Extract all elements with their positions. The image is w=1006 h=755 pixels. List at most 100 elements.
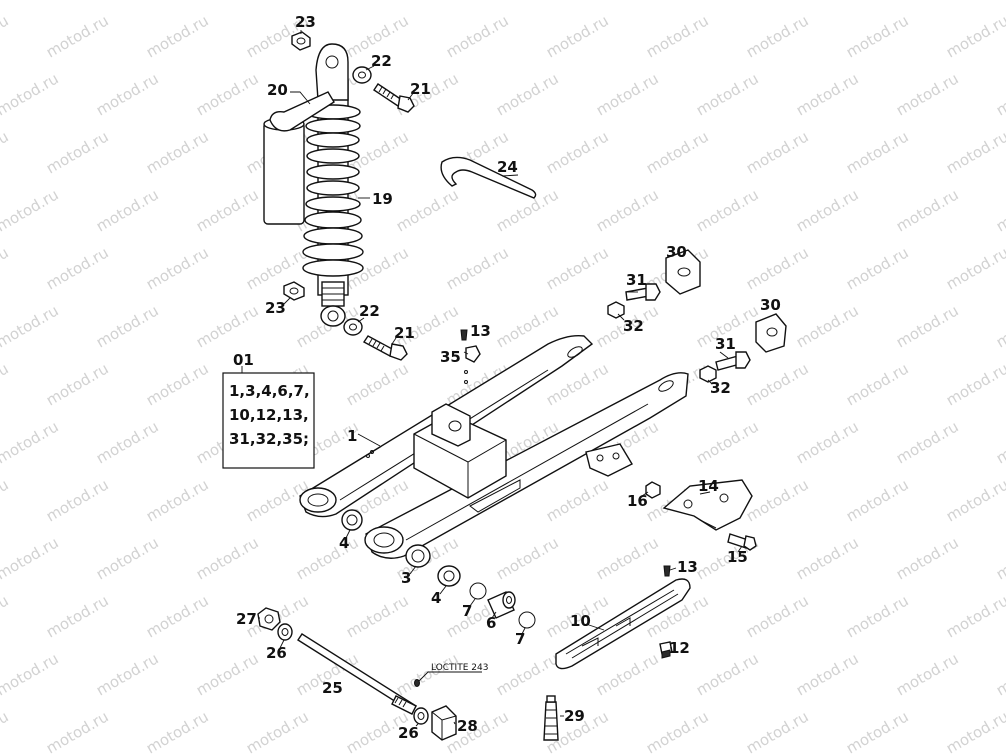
watermark-text: motod.ru <box>593 533 662 583</box>
watermark-text: motod.ru <box>693 69 762 119</box>
watermark-text: motod.ru <box>0 11 12 61</box>
watermark-text: motod.ru <box>193 649 262 699</box>
screw-13-upper <box>460 329 468 341</box>
callout-4-lower: 4 <box>431 589 441 607</box>
callout-23-bottom: 23 <box>265 299 286 317</box>
watermark-text: motod.ru <box>993 0 1006 3</box>
watermark-text: motod.ru <box>443 243 512 293</box>
adjuster-bolt-upper <box>625 283 661 301</box>
leader-lines <box>258 30 743 727</box>
loctite-note: LOCTITE 243 <box>418 663 488 682</box>
watermark-text: motod.ru <box>0 591 12 641</box>
watermark-text: motod.ru <box>343 359 412 409</box>
loctite-dot <box>414 679 420 687</box>
watermark-text: motod.ru <box>993 649 1006 699</box>
watermark-text: motod.ru <box>943 243 1006 293</box>
oring-7-upper <box>469 582 487 600</box>
watermark-text: motod.ru <box>543 475 612 525</box>
adjuster-nut-lower <box>699 365 717 383</box>
watermark-text: motod.ru <box>643 707 712 755</box>
callout-10: 10 <box>570 612 591 630</box>
watermark-text: motod.ru <box>193 185 262 235</box>
watermark-text: motod.ru <box>943 11 1006 61</box>
bolt-15 <box>727 533 757 551</box>
assembly-contents-line-3: 31,32,35; <box>229 430 309 448</box>
watermark-text: motod.ru <box>93 0 162 3</box>
watermark-text: motod.ru <box>843 243 912 293</box>
watermark-text: motod.ru <box>893 0 962 3</box>
callout-7-lower: 7 <box>515 630 525 648</box>
chain-adjuster-lower <box>755 313 787 353</box>
watermark-text: motod.ru <box>593 185 662 235</box>
callout-19: 19 <box>372 190 393 208</box>
screw-12 <box>659 641 673 659</box>
axle-cap-28 <box>431 705 457 741</box>
watermark-text: motod.ru <box>743 707 812 755</box>
watermark-text: motod.ru <box>743 591 812 641</box>
axle-nut-27 <box>257 607 281 631</box>
watermark-text: motod.ru <box>893 417 962 467</box>
watermark-text: motod.ru <box>943 707 1006 755</box>
watermark-text: motod.ru <box>843 475 912 525</box>
callout-22-bottom: 22 <box>359 302 380 320</box>
oring-7-lower <box>518 611 536 629</box>
watermark-text: motod.ru <box>793 301 862 351</box>
chain-adjuster-upper <box>665 249 701 295</box>
watermark-text: motod.ru <box>193 301 262 351</box>
washer-top <box>352 66 372 84</box>
watermark-text: motod.ru <box>143 707 212 755</box>
assembly-contents-line-2: 10,12,13, <box>229 406 309 424</box>
watermark-text: motod.ru <box>443 11 512 61</box>
watermark-text: motod.ru <box>93 185 162 235</box>
watermark-text: motod.ru <box>793 0 862 3</box>
swingarm <box>299 334 689 559</box>
spanner-wrench <box>440 156 537 199</box>
callout-7-upper: 7 <box>462 602 472 620</box>
clip-nut-35 <box>465 345 481 363</box>
callout-4-upper: 4 <box>339 534 349 552</box>
watermark-text: motod.ru <box>493 0 562 3</box>
watermark-text: motod.ru <box>143 359 212 409</box>
callout-15: 15 <box>727 548 748 566</box>
chain-guide-bracket <box>585 443 633 477</box>
shock-lower-eye <box>320 305 346 327</box>
callout-16: 16 <box>627 492 648 510</box>
assembly-number: 01 <box>233 351 254 369</box>
callout-29: 29 <box>564 707 585 725</box>
watermark-text: motod.ru <box>543 127 612 177</box>
watermark-text: motod.ru <box>893 533 962 583</box>
shock-spring <box>302 104 364 277</box>
watermark-text: motod.ru <box>543 243 612 293</box>
watermark-text: motod.ru <box>0 649 62 699</box>
callout-30-upper: 30 <box>666 243 687 261</box>
bearing-3 <box>405 544 431 568</box>
watermark-text: motod.ru <box>143 11 212 61</box>
callout-27: 27 <box>236 610 257 628</box>
callout-26-right: 26 <box>398 724 419 742</box>
assembly-contents-line-1: 1,3,4,6,7, <box>229 382 310 400</box>
watermark-text: motod.ru <box>993 69 1006 119</box>
left-pivot-tube <box>299 487 337 513</box>
right-pivot-tube <box>364 526 404 554</box>
spacer-6 <box>487 591 516 619</box>
watermark-text: motod.ru <box>0 243 12 293</box>
watermark-text: motod.ru <box>993 185 1006 235</box>
watermark-text: motod.ru <box>843 11 912 61</box>
bolt-top <box>373 83 415 113</box>
watermark-text: motod.ru <box>43 11 112 61</box>
watermark-text: motod.ru <box>793 417 862 467</box>
watermark-text: motod.ru <box>43 243 112 293</box>
watermark-text: motod.ru <box>293 533 362 583</box>
watermark-text: motod.ru <box>893 69 962 119</box>
watermark-text: motod.ru <box>93 301 162 351</box>
callout-25: 25 <box>322 679 343 697</box>
watermark-text: motod.ru <box>843 127 912 177</box>
watermark-text: motod.ru <box>693 185 762 235</box>
callout-28: 28 <box>457 717 478 735</box>
watermark-text: motod.ru <box>493 649 562 699</box>
watermark-text: motod.ru <box>693 0 762 3</box>
watermark-text: motod.ru <box>793 533 862 583</box>
watermark-text: motod.ru <box>943 591 1006 641</box>
callout-13-upper: 13 <box>470 322 491 340</box>
